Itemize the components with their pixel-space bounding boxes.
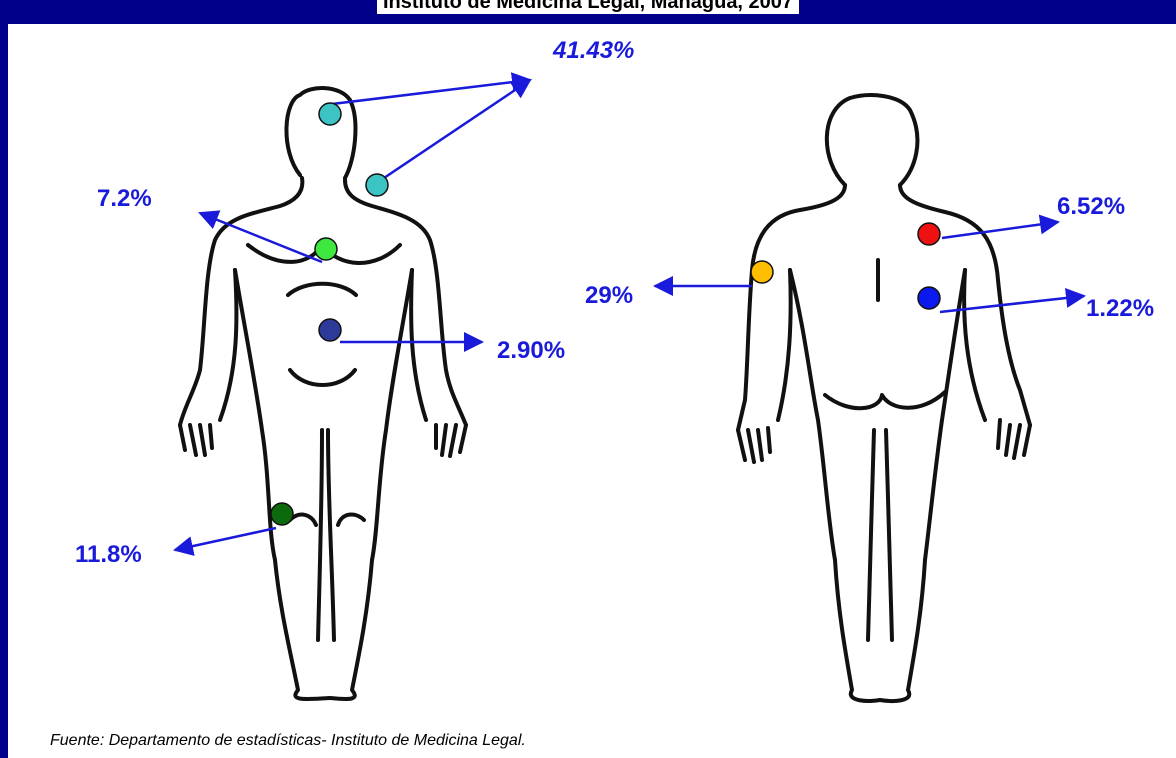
label-thigh: 11.8% <box>75 541 142 568</box>
arrow-thigh <box>175 528 276 550</box>
label-chest: 7.2% <box>97 185 152 212</box>
label-abdomen: 2.90% <box>497 337 565 364</box>
injury-markers <box>271 103 940 525</box>
marker-back-lower <box>918 287 940 309</box>
marker-arm <box>751 261 773 283</box>
label-arm: 29% <box>585 282 633 309</box>
label-head-neck: 41.43% <box>552 37 634 64</box>
annotation-arrows <box>175 80 1084 550</box>
marker-neck <box>366 174 388 196</box>
arrow-back-upper <box>942 222 1058 238</box>
source-note: Fuente: Departamento de estadísticas- In… <box>50 732 526 750</box>
marker-thigh <box>271 503 293 525</box>
front-body-figure <box>180 88 466 699</box>
back-body-figure <box>738 95 1030 701</box>
marker-abdomen <box>319 319 341 341</box>
marker-back-upper <box>918 223 940 245</box>
marker-head <box>319 103 341 125</box>
label-back-lower: 1.22% <box>1086 295 1154 322</box>
marker-chest <box>315 238 337 260</box>
label-back-upper: 6.52% <box>1057 193 1125 220</box>
